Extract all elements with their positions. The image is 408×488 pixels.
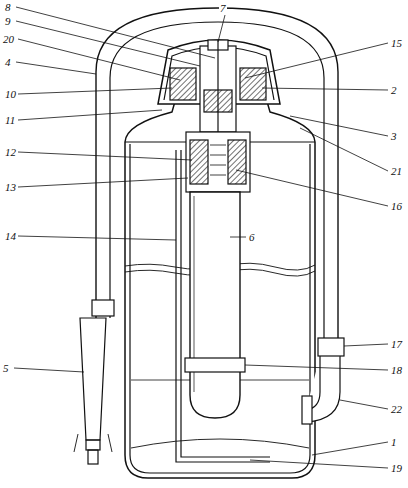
callout-number: 3 [390, 130, 398, 142]
callout-number: 2 [390, 84, 398, 96]
callout-number: 6 [248, 231, 256, 243]
callout-number: 4 [4, 56, 12, 68]
callout-number: 5 [2, 362, 10, 374]
callout-number: 15 [390, 37, 403, 49]
callout-number: 14 [4, 230, 17, 242]
callout-number: 12 [4, 146, 17, 158]
callout-number: 16 [390, 200, 403, 212]
callout-number: 19 [390, 462, 403, 474]
callout-number: 9 [4, 15, 12, 27]
callout-number: 1 [390, 436, 398, 448]
callout-number: 21 [390, 165, 403, 177]
callout-number: 18 [390, 364, 403, 376]
callout-number: 10 [4, 88, 17, 100]
callout-number: 8 [4, 1, 12, 13]
callout-number: 11 [4, 114, 16, 126]
callout-number: 7 [219, 2, 227, 14]
callout-number: 13 [4, 181, 17, 193]
callout-number: 17 [390, 338, 403, 350]
callout-number: 22 [390, 403, 403, 415]
callout-number: 20 [2, 33, 15, 45]
